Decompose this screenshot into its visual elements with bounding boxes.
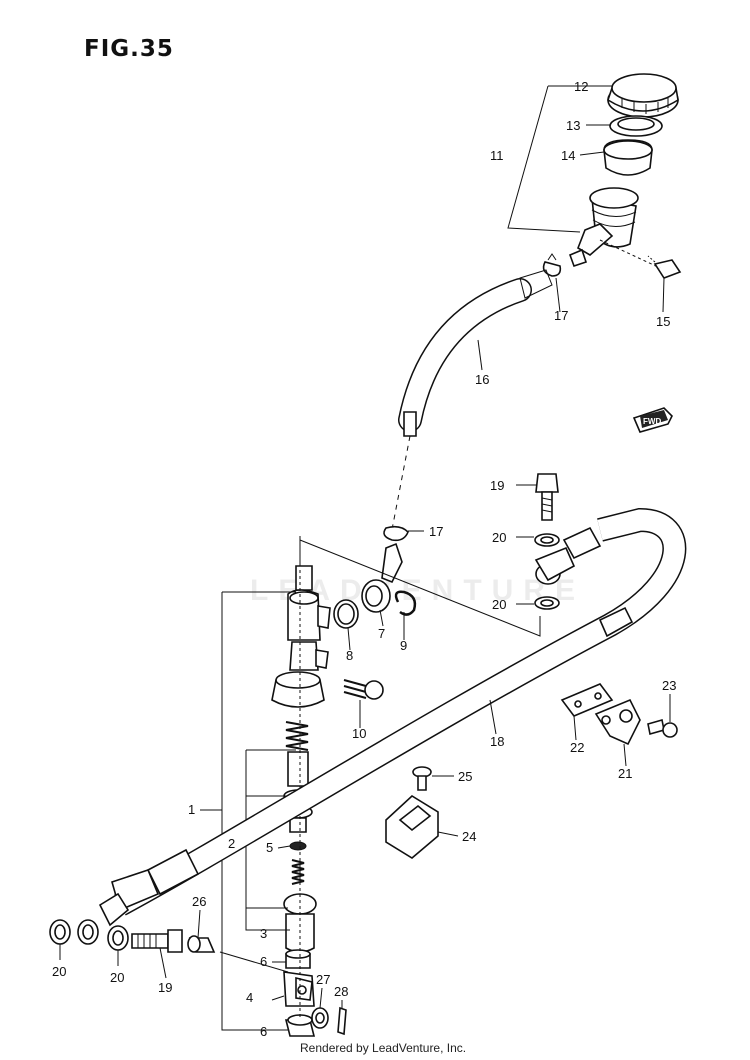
- lock-nut-lower[interactable]: [284, 1014, 316, 1037]
- callout-labels: 12 13 14 11 15 17 16 17 19 20 20 7 8 9 1…: [52, 79, 676, 1039]
- banjo-bolt-lower[interactable]: [131, 929, 183, 953]
- callout-20-upper: 20: [492, 530, 506, 545]
- sealing-washer-middle[interactable]: [534, 596, 560, 610]
- callout-5: 5: [266, 840, 273, 855]
- callout-21: 21: [618, 766, 632, 781]
- callout-15: 15: [656, 314, 670, 329]
- reservoir-diaphragm[interactable]: [603, 139, 653, 176]
- callout-25: 25: [458, 769, 472, 784]
- o-ring[interactable]: [333, 599, 359, 629]
- callout-19-lower: 19: [158, 980, 172, 995]
- callout-17-lower: 17: [429, 524, 443, 539]
- hose-clamp-bracket[interactable]: [385, 795, 439, 859]
- callout-14: 14: [561, 148, 575, 163]
- callout-11: 11: [490, 148, 504, 163]
- callout-7: 7: [378, 626, 385, 641]
- callout-8: 8: [346, 648, 353, 663]
- callout-24: 24: [462, 829, 476, 844]
- leader-lines: [59, 85, 671, 1031]
- mounting-bolt[interactable]: [343, 679, 384, 700]
- return-spring[interactable]: [285, 721, 309, 751]
- callout-26: 26: [192, 894, 206, 909]
- callout-6-lower: 6: [260, 1024, 267, 1039]
- callout-9: 9: [400, 638, 407, 653]
- hose-guide-bracket[interactable]: [594, 698, 641, 746]
- footer-credit: Rendered by LeadVenture, Inc.: [300, 1041, 467, 1055]
- reservoir-cap[interactable]: [607, 73, 679, 118]
- reservoir-plate[interactable]: [609, 115, 663, 137]
- clamp-screw[interactable]: [412, 766, 432, 791]
- clevis-pin[interactable]: [311, 1007, 329, 1029]
- forward-direction-badge: FWD: [632, 407, 673, 433]
- callout-12: 12: [574, 79, 588, 94]
- callout-23: 23: [662, 678, 676, 693]
- callout-10: 10: [352, 726, 366, 741]
- cotter-pin[interactable]: [337, 1006, 347, 1036]
- banjo-bolt-upper[interactable]: [535, 473, 559, 521]
- bracket-bolt[interactable]: [647, 718, 678, 738]
- callout-18: 18: [490, 734, 504, 749]
- callout-2: 2: [228, 836, 235, 851]
- reservoir-hose[interactable]: [398, 269, 553, 437]
- hose-clamp-upper[interactable]: [542, 253, 562, 277]
- fwd-label: FWD: [643, 417, 661, 426]
- callout-16: 16: [475, 372, 489, 387]
- callout-6-upper: 6: [260, 954, 267, 969]
- callout-17-upper: 17: [554, 308, 568, 323]
- lock-nut-upper[interactable]: [285, 949, 311, 969]
- mounting-plate[interactable]: [560, 683, 614, 717]
- callout-19-upper: 19: [490, 478, 504, 493]
- callout-13: 13: [566, 118, 580, 133]
- callout-27: 27: [316, 972, 330, 987]
- hose-clamp-lower[interactable]: [383, 525, 409, 542]
- circlip[interactable]: [394, 590, 417, 616]
- rod-clevis[interactable]: [283, 971, 315, 1007]
- callout-20-middle: 20: [492, 597, 506, 612]
- assembly-bracket: [299, 536, 541, 637]
- push-rod[interactable]: [289, 817, 307, 885]
- callout-22: 22: [570, 740, 584, 755]
- reservoir-bolt[interactable]: [647, 255, 682, 279]
- callout-1: 1: [188, 802, 195, 817]
- clevis-pin-26[interactable]: [187, 935, 216, 953]
- bracket-line-11: [507, 85, 581, 233]
- callout-3: 3: [260, 926, 267, 941]
- callout-20-lower: 20: [110, 970, 124, 985]
- callout-20-left: 20: [52, 964, 66, 979]
- figure-title: FIG.35: [84, 36, 174, 62]
- sealing-washer-lower[interactable]: [107, 925, 129, 951]
- sealing-washer-left[interactable]: [49, 919, 71, 945]
- callout-4: 4: [246, 990, 253, 1005]
- sealing-washer-upper[interactable]: [534, 533, 560, 547]
- reservoir-tank[interactable]: [568, 187, 639, 268]
- brake-hose[interactable]: [77, 507, 687, 945]
- rear-master-cylinder[interactable]: [271, 565, 331, 708]
- callout-28: 28: [334, 984, 348, 999]
